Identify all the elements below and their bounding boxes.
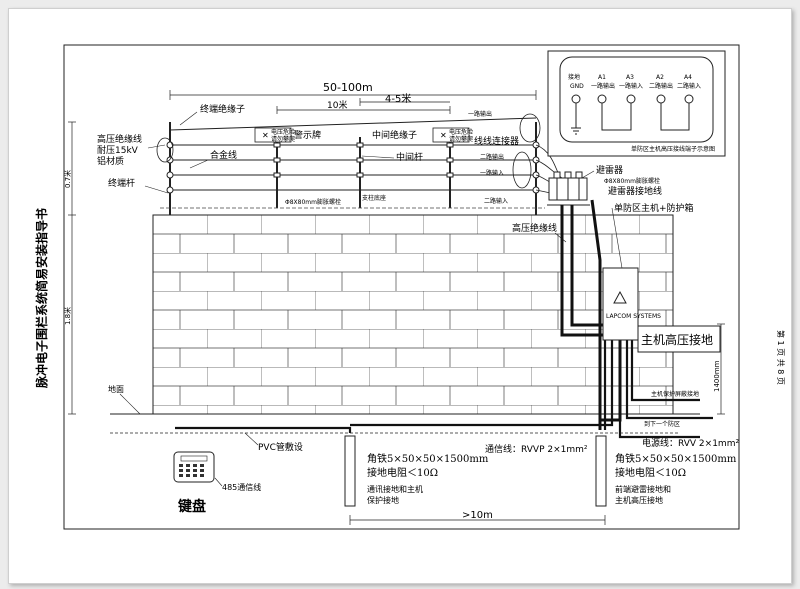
terminal-a3: A3 一路输入: [619, 74, 643, 104]
terminal-inset: [547, 50, 726, 157]
label-ground-level: 地面: [108, 384, 124, 394]
label-out1: 一路输出: [468, 110, 492, 118]
label-comm-line: 通信线：RVVP 2×1mm²: [485, 443, 588, 455]
svg-text:请勿攀爬: 请勿攀爬: [271, 135, 295, 143]
label-shield-ground: 主机保护屏蔽接地: [651, 390, 699, 398]
terminal-a4: A4 二路输入: [677, 74, 701, 104]
dim-insulator-spacing: 10米: [327, 99, 347, 111]
label-keyboard: 键盘: [177, 498, 206, 515]
svg-text:请勿攀爬: 请勿攀爬: [449, 135, 473, 143]
page-number: 第 1 页 共 8 页: [776, 330, 786, 385]
lightning-arrester: [547, 171, 590, 206]
svg-text:一路输出: 一路输出: [591, 82, 615, 90]
signal-cables: [175, 340, 713, 439]
label-mid-insulator: 中间绝缘子: [372, 129, 417, 141]
label-bolt-1: Φ8X80mm膨胀螺栓: [285, 198, 341, 206]
label-in1: 一路输入: [480, 169, 504, 177]
dim-fence-height: 0.7米: [63, 170, 72, 188]
terminal-panel: [559, 56, 714, 143]
svg-text:电压危险: 电压危险: [271, 128, 295, 136]
label-mid-post: 中间杆: [396, 151, 423, 163]
fence-posts: [169, 122, 537, 215]
keyboard-icon: [173, 451, 215, 483]
label-warning-sign: 警示牌: [294, 129, 321, 141]
label-hv-wire-3: 铝材质: [97, 155, 124, 167]
ground-rod-right: [595, 435, 607, 507]
label-hv-wire-lead: 高压绝缘线: [512, 222, 557, 234]
label-in2: 二路输入: [484, 197, 508, 205]
label-next-zone: 到下一个防区: [644, 420, 680, 428]
insulators: [166, 141, 540, 194]
host-protection-box: [602, 267, 639, 341]
label-resistance-left: 接地电阻＜10Ω: [367, 466, 438, 479]
label-front-ground-2: 主机高压接地: [615, 495, 663, 505]
svg-text:电压危险: 电压危险: [449, 128, 473, 136]
label-comm-ground-2: 保护接地: [367, 495, 399, 505]
label-alloy-wire: 合金线: [210, 149, 237, 161]
svg-text:✕: ✕: [440, 131, 447, 140]
label-end-post: 终端杆: [108, 177, 135, 189]
terminal-a2: A2 二路输出: [649, 74, 673, 104]
label-power-line: 电源线：RVV 2×1mm²: [642, 437, 739, 449]
svg-text:GND: GND: [570, 83, 584, 90]
dim-ground-distance: >10m: [462, 510, 493, 521]
inner-frame: [63, 44, 740, 530]
label-hv-wire-1: 高压绝缘线: [97, 133, 142, 145]
label-post-base: 支柱底座: [362, 194, 386, 202]
terminal-caption: 单防区主机高压接线端子示意图: [631, 145, 715, 153]
label-host-box: 单防区主机+防护箱: [614, 202, 694, 214]
label-arrester: 避雷器: [596, 164, 623, 176]
label-front-ground-1: 前端避雷接地和: [615, 484, 671, 494]
brick-wall: [152, 214, 674, 415]
label-end-insulator: 终端绝缘子: [200, 103, 245, 115]
fence-wires: [169, 117, 537, 191]
warning-sign-2: ✕ 电压危险 请勿攀爬: [432, 127, 473, 143]
label-resistance-right: 接地电阻＜10Ω: [615, 466, 686, 479]
label-host-hv-ground: 主机高压接地: [641, 332, 713, 347]
label-pvc: PVC管敷设: [258, 441, 303, 453]
svg-text:A1: A1: [598, 74, 606, 81]
dim-span: 50-100m: [323, 81, 373, 94]
label-arrester-ground: 避雷器接地线: [608, 185, 662, 197]
terminal-gnd: 接地 GND: [568, 73, 584, 104]
warning-triangle-icon: [613, 290, 627, 304]
host-brand: LAPCOM SYSTEMS: [606, 313, 661, 320]
svg-text:接地: 接地: [568, 73, 580, 81]
label-angle-iron-left: 角铁5×50×50×1500mm: [367, 452, 489, 465]
label-wire-connector: 线线连接器: [474, 135, 519, 147]
label-comm-ground-1: 通讯接地和主机: [367, 484, 423, 494]
svg-text:A2: A2: [656, 74, 664, 81]
document-title: 脉冲电子围栏系统简易安装指导书: [34, 208, 49, 389]
ground-rod-left: [344, 435, 356, 507]
dim-post-spacing: 4-5米: [385, 92, 411, 105]
svg-text:二路输入: 二路输入: [677, 82, 701, 90]
label-485: 485通信线: [222, 482, 261, 492]
warning-sign-1: ✕ 电压危险 请勿攀爬: [254, 127, 295, 143]
label-hv-wire-2: 耐压15kV: [97, 144, 139, 156]
svg-text:二路输出: 二路输出: [649, 82, 673, 90]
dim-wall-height: 1.8米: [63, 307, 72, 325]
svg-text:A4: A4: [684, 74, 692, 81]
dim-box-height: 1400mm: [713, 360, 721, 392]
svg-text:一路输入: 一路输入: [619, 82, 643, 90]
label-bolt-2: Φ8X80mm膨胀螺栓: [604, 177, 660, 185]
svg-text:✕: ✕: [262, 131, 269, 140]
label-out2: 二路输出: [480, 153, 504, 161]
svg-text:A3: A3: [626, 74, 634, 81]
label-angle-iron-right: 角铁5×50×50×1500mm: [615, 452, 737, 465]
